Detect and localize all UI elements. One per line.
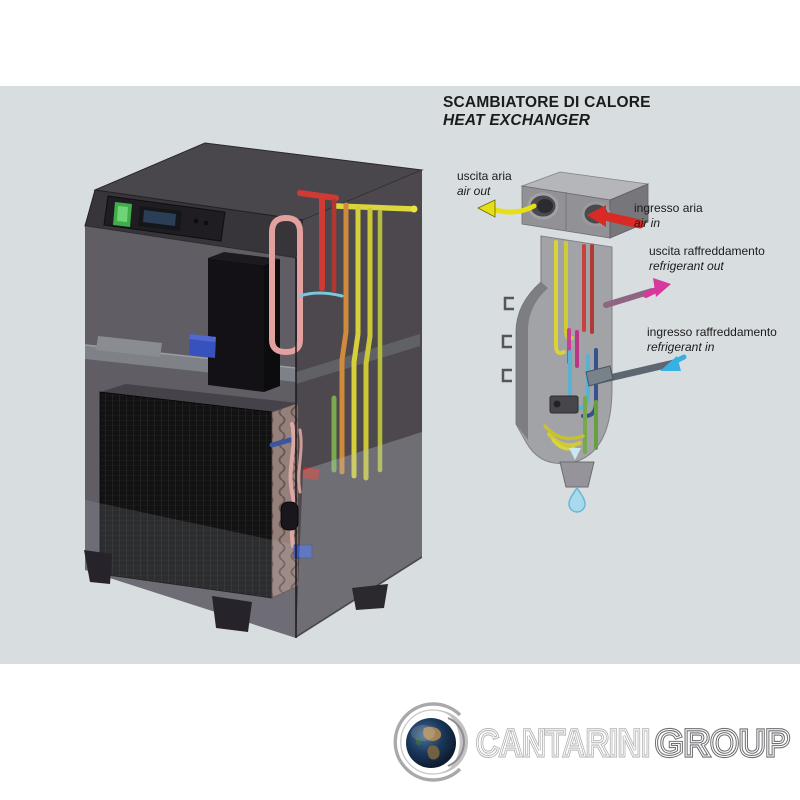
control-panel	[103, 195, 226, 242]
logo-mark	[393, 702, 468, 782]
logo-wordmark: CANTARINI CANTARINI GROUP GROUP	[475, 721, 792, 766]
diagram-title: SCAMBIATORE DI CALORE HEAT EXCHANGER	[443, 94, 651, 130]
machine-feet	[84, 550, 388, 632]
globe-icon	[406, 718, 456, 768]
clamp-component	[549, 395, 579, 414]
heat-exchanger-illustration	[477, 171, 687, 513]
refrigerant-out-arrow	[643, 278, 671, 298]
diagram-title-it: SCAMBIATORE DI CALORE	[443, 94, 651, 111]
drain-outlet	[559, 461, 595, 488]
mounting-tabs	[501, 296, 514, 383]
cabinet-right-face	[296, 170, 422, 638]
logo-text-secondary: GROUP	[655, 723, 790, 765]
shelf-component	[96, 336, 162, 357]
machine-pipes	[269, 190, 418, 548]
logo-text-primary: CANTARINI	[476, 723, 650, 765]
air-out-arrow	[477, 199, 537, 218]
label-air-out: uscita aria air out	[457, 169, 512, 198]
hx-header	[520, 171, 650, 239]
dryer-unit-illustration	[84, 142, 424, 638]
diagram-title-en: HEAT EXCHANGER	[443, 112, 591, 129]
svg-text:GROUP: GROUP	[655, 723, 790, 765]
condensate-drop-icon	[568, 486, 586, 513]
air-in-arrow	[587, 205, 645, 229]
label-refrigerant-in: ingresso raffreddamento refrigerant in	[647, 325, 777, 354]
label-refrigerant-out: uscita raffreddamento refrigerant out	[649, 244, 765, 273]
refrigerant-in-arrow	[660, 354, 687, 371]
label-air-in: ingresso aria air in	[634, 201, 703, 230]
cantarini-logo: CANTARINI CANTARINI GROUP GROUP	[393, 702, 792, 782]
svg-text:CANTARINI: CANTARINI	[476, 723, 650, 765]
